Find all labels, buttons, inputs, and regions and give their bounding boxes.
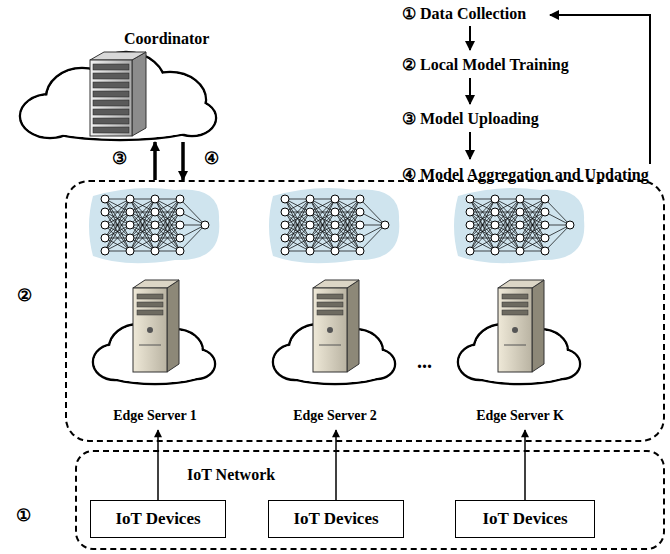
step-arrow xyxy=(469,26,471,50)
step-text: ④ Model Aggregation and Updating xyxy=(402,166,649,184)
step-text: ③ Model Uploading xyxy=(402,110,539,128)
step-text: ① Data Collection xyxy=(402,5,526,23)
neural-network xyxy=(269,188,399,263)
feedback-arrow xyxy=(550,15,650,164)
group-region: Edge Server 1Edge Server 2Edge Server K② xyxy=(65,180,665,442)
node-label: Edge Server 2 xyxy=(262,408,408,424)
step-text: ② Local Model Training xyxy=(402,56,569,74)
callout-number: ① xyxy=(16,506,31,526)
node-label: Coordinator xyxy=(122,30,211,48)
tower-server xyxy=(313,280,359,372)
neural-network xyxy=(454,188,584,263)
tower-server xyxy=(133,280,179,372)
edge-label: ④ xyxy=(203,149,220,169)
node-label: Edge Server 1 xyxy=(82,408,228,424)
box-label: IoT Devices xyxy=(293,509,378,529)
step-arrow xyxy=(469,132,471,159)
group-region: IoT Devices IoT Devices IoT Devices IoT Net… xyxy=(75,450,665,550)
device-box: IoT Devices xyxy=(268,500,404,538)
step-arrow xyxy=(469,78,471,104)
device-box: IoT Devices xyxy=(455,500,595,538)
flow-arrow xyxy=(181,142,185,180)
device-box: IoT Devices xyxy=(90,500,226,538)
cloud-shape xyxy=(20,52,216,140)
box-label: IoT Devices xyxy=(115,509,200,529)
edge-label: ③ xyxy=(111,149,128,169)
rack-server xyxy=(90,52,146,136)
server-node: Edge Server 2 xyxy=(262,268,408,430)
box-label: IoT Devices xyxy=(482,509,567,529)
tower-server xyxy=(498,280,544,372)
step-arrows xyxy=(470,15,650,164)
server-node: Edge Server K xyxy=(447,268,593,430)
server-node: Coordinator xyxy=(18,26,218,142)
group-label: ② xyxy=(17,286,32,306)
ellipsis-mark: ... xyxy=(417,350,432,373)
neural-network xyxy=(89,188,219,263)
node-label: Edge Server K xyxy=(447,408,593,424)
server-node: Edge Server 1 xyxy=(82,268,228,430)
group-label: IoT Network xyxy=(187,466,275,484)
flow-arrow xyxy=(153,142,157,180)
